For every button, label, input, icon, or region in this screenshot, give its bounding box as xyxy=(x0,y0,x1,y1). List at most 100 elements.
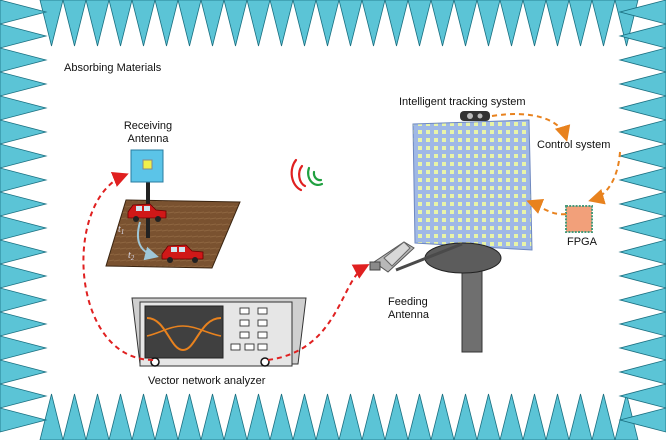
absorber-wedge xyxy=(618,143,666,169)
movement-arrow xyxy=(136,221,159,261)
absorber-wedges-bottom xyxy=(39,393,639,440)
absorber-wedge xyxy=(0,335,48,361)
metasurface-stand xyxy=(395,242,502,353)
absorber-wedge xyxy=(0,263,48,289)
absorber-wedge xyxy=(407,393,432,440)
absorber-wedge xyxy=(246,393,271,440)
absorber-wedge xyxy=(0,143,48,169)
car-1 xyxy=(127,203,167,222)
fpga-label: FPGA xyxy=(567,236,597,248)
absorber-wedge xyxy=(545,0,570,47)
absorber-wedge xyxy=(618,311,666,337)
absorber-wedge xyxy=(618,335,666,361)
absorber-wedge xyxy=(315,393,340,440)
absorber-wedge xyxy=(618,119,666,145)
absorber-wedge xyxy=(476,0,501,47)
absorber-wedge xyxy=(618,167,666,193)
time-label-t1: t1 xyxy=(118,224,124,236)
absorber-wedge xyxy=(0,359,48,385)
absorber-wedge xyxy=(85,0,110,47)
absorber-wedge xyxy=(618,71,666,97)
absorber-wedge xyxy=(522,393,547,440)
absorber-wedge xyxy=(618,95,666,121)
absorber-wedge xyxy=(522,0,547,47)
absorber-wedge xyxy=(154,0,179,47)
absorber-wedge xyxy=(39,0,64,47)
receiving-antenna-label: Receiving Antenna xyxy=(123,120,173,145)
absorber-wedge xyxy=(0,287,48,313)
absorber-wedge xyxy=(200,0,225,47)
intelligent-tracking-system-label: Intelligent tracking system xyxy=(399,96,526,108)
absorber-wedge xyxy=(430,0,455,47)
absorber-wedge xyxy=(618,287,666,313)
absorber-wedge xyxy=(200,393,225,440)
absorber-wedges-left xyxy=(0,0,48,433)
absorber-wedge xyxy=(618,0,666,25)
absorber-wedge xyxy=(0,71,48,97)
absorber-wedge xyxy=(618,383,666,409)
absorber-wedge xyxy=(453,0,478,47)
vector-network-analyzer xyxy=(131,297,307,367)
absorber-wedge xyxy=(0,383,48,409)
control-path-fpga-to-metasurface xyxy=(526,199,567,216)
vector-network-analyzer-label: Vector network analyzer xyxy=(148,375,266,387)
fpga-chip-icon xyxy=(565,205,593,233)
absorber-wedge xyxy=(0,0,48,25)
absorber-wedge xyxy=(246,0,271,47)
absorber-wedge xyxy=(154,393,179,440)
absorber-wedge xyxy=(223,393,248,440)
absorber-wedge xyxy=(0,167,48,193)
absorber-wedge xyxy=(0,23,48,49)
absorber-wedge xyxy=(0,407,48,433)
absorber-wedge xyxy=(430,393,455,440)
time-label-t2: t2 xyxy=(128,250,135,262)
feeding-antenna-label: Feeding Antenna xyxy=(388,296,429,321)
absorber-wedge xyxy=(0,47,48,73)
metasurface xyxy=(412,119,533,251)
control-path-control-to-fpga xyxy=(588,151,621,205)
absorber-wedge xyxy=(384,393,409,440)
absorber-wedge xyxy=(591,0,616,47)
absorber-wedge xyxy=(223,0,248,47)
metasurface-panel xyxy=(412,119,533,251)
absorber-wedge xyxy=(338,0,363,47)
wireless-wave-icon xyxy=(290,158,324,192)
signal-path-vna-to-feed xyxy=(267,264,370,361)
absorber-wedge xyxy=(0,95,48,121)
absorber-wedge xyxy=(384,0,409,47)
vna-buttons xyxy=(230,307,268,351)
absorber-wedge xyxy=(108,393,133,440)
absorber-wedge xyxy=(476,393,501,440)
car-2 xyxy=(161,244,204,263)
absorber-wedge xyxy=(499,0,524,47)
absorber-wedge xyxy=(315,0,340,47)
tracking-camera-icon xyxy=(460,111,490,121)
absorber-wedge xyxy=(361,0,386,47)
absorber-wedge xyxy=(292,0,317,47)
absorber-wedges-right xyxy=(618,0,666,433)
absorber-wedge xyxy=(618,23,666,49)
absorber-wedge xyxy=(131,0,156,47)
absorber-wedge xyxy=(453,393,478,440)
absorber-wedge xyxy=(62,393,87,440)
absorber-wedge xyxy=(568,393,593,440)
absorber-wedge xyxy=(0,239,48,265)
absorber-wedge xyxy=(545,393,570,440)
absorber-wedge xyxy=(361,393,386,440)
absorber-wedge xyxy=(0,311,48,337)
absorber-wedge xyxy=(131,393,156,440)
absorber-wedge xyxy=(0,119,48,145)
feeding-horn-antenna xyxy=(369,241,415,273)
absorber-wedge xyxy=(338,393,363,440)
absorber-wedge xyxy=(618,239,666,265)
absorber-wedge xyxy=(0,191,48,217)
absorber-wedge xyxy=(618,215,666,241)
road-scene: t1 t2 xyxy=(105,149,241,269)
absorber-wedge xyxy=(618,191,666,217)
absorber-wedge xyxy=(292,393,317,440)
absorber-wedge xyxy=(39,393,64,440)
vna-trace xyxy=(146,317,222,352)
absorber-wedge xyxy=(108,0,133,47)
absorber-wedges-top xyxy=(39,0,639,47)
